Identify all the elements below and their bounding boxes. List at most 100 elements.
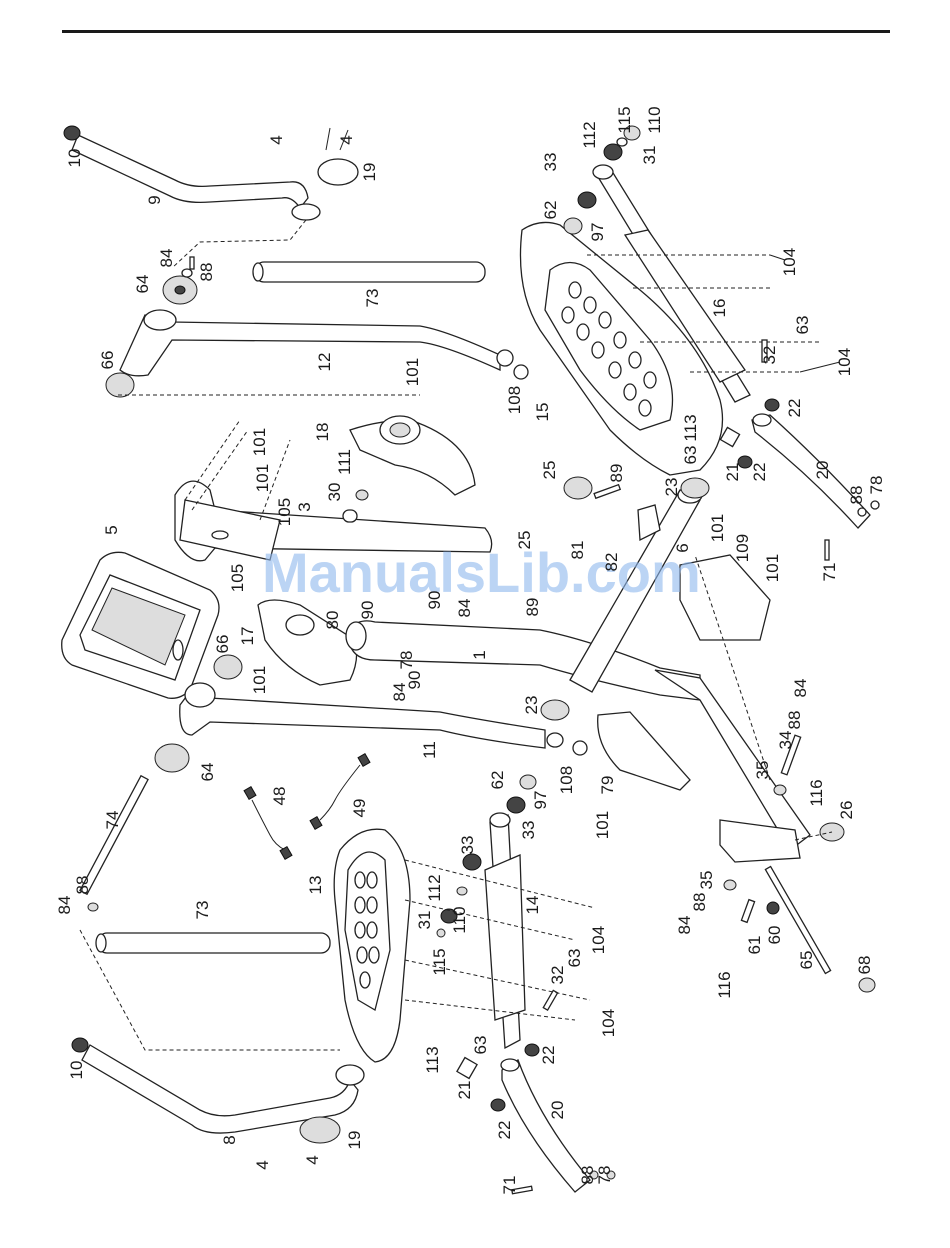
part-lower-arm-11 (179, 682, 588, 756)
part-wire-49 (309, 752, 371, 831)
part-label-4: 4 (303, 1155, 322, 1164)
part-label-112: 112 (425, 874, 444, 901)
part-label-22: 22 (785, 399, 804, 418)
part-label-3: 3 (295, 502, 314, 511)
part-label-115: 115 (615, 106, 634, 133)
part-link-arm-20-lower (456, 1043, 616, 1195)
part-pedal-13 (333, 828, 411, 1063)
part-label-22: 22 (539, 1046, 558, 1065)
part-label-65: 65 (797, 951, 816, 970)
part-label-84: 84 (55, 896, 74, 915)
part-label-101: 101 (253, 464, 272, 492)
rear-base (719, 819, 801, 863)
part-label-33: 33 (519, 821, 538, 840)
part-lower-arm-12 (105, 309, 529, 398)
part-label-1: 1 (470, 650, 489, 659)
part-label-31: 31 (415, 911, 434, 930)
part-label-32: 32 (548, 966, 567, 985)
part-label-78: 78 (867, 476, 886, 495)
end-cap-10 (63, 125, 81, 141)
part-label-88: 88 (847, 486, 866, 505)
part-label-21: 21 (455, 1081, 474, 1100)
part-label-30: 30 (325, 483, 344, 502)
part-label-71: 71 (500, 1176, 519, 1195)
part-label-89: 89 (523, 598, 542, 617)
part-label-4: 4 (337, 135, 356, 144)
part-label-101: 101 (403, 358, 422, 386)
part-label-63: 63 (471, 1036, 490, 1055)
part-label-4: 4 (253, 1160, 272, 1169)
bearing-33-upper (577, 191, 597, 209)
watermark: ManualsLib.com (262, 541, 701, 604)
part-label-82: 82 (602, 553, 621, 572)
part-label-110: 110 (450, 906, 469, 933)
part-label-6: 6 (673, 543, 692, 552)
part-label-89: 89 (607, 464, 626, 483)
pin-32-upper (761, 339, 768, 363)
part-hub-64-lower (79, 743, 190, 912)
part-label-63: 63 (793, 316, 812, 335)
part-label-105: 105 (228, 564, 247, 592)
end-cap-10-lower (71, 1037, 89, 1053)
part-main-frame-1 (345, 620, 811, 863)
axle-74 (79, 774, 149, 896)
leveler-rail-65 (764, 865, 832, 975)
part-label-79: 79 (598, 776, 617, 795)
part-label-112: 112 (580, 121, 599, 148)
part-label-60: 60 (765, 926, 784, 945)
part-label-62: 62 (541, 201, 560, 220)
bushing-108-upper (513, 364, 529, 380)
part-label-104: 104 (599, 1009, 618, 1037)
part-label-73: 73 (363, 289, 382, 308)
cap-23-upper (680, 477, 710, 499)
part-console-mast-3 (174, 480, 493, 562)
part-label-34: 34 (776, 731, 795, 750)
header-rule (62, 30, 890, 33)
washer-62-lower (519, 774, 537, 790)
part-cover-18 (342, 415, 476, 523)
part-label-105: 105 (275, 498, 294, 526)
part-label-84: 84 (390, 683, 409, 702)
wheel-25-upper (563, 476, 593, 500)
part-label-22: 22 (495, 1121, 514, 1140)
part-label-88: 88 (197, 263, 216, 282)
part-label-63: 63 (681, 446, 700, 465)
part-label-78: 78 (595, 1166, 614, 1185)
part-label-21: 21 (723, 463, 742, 482)
part-label-104: 104 (780, 248, 799, 276)
part-label-88: 88 (73, 876, 92, 895)
part-label-73: 73 (193, 901, 212, 920)
part-label-66: 66 (98, 351, 117, 370)
part-label-80: 80 (323, 611, 342, 630)
part-label-9: 9 (145, 195, 164, 204)
pedal-texture-lower (354, 871, 380, 989)
part-foam-grip-73-lower (95, 932, 331, 954)
part-shroud-17 (257, 599, 358, 686)
part-label-31: 31 (640, 146, 659, 165)
part-crossbar-6 (563, 476, 710, 693)
part-label-109: 109 (733, 534, 752, 562)
part-label-90: 90 (358, 601, 377, 620)
cap-23-lower (540, 699, 570, 721)
part-pedal-arm-14 (436, 774, 559, 1050)
cap-66-middle (213, 654, 243, 680)
part-wire-48 (243, 785, 293, 861)
handlebar-cap-19-lower (299, 1116, 341, 1144)
part-label-116: 116 (715, 971, 734, 998)
wheel-31-lower (440, 908, 458, 924)
part-rear-hardware (723, 734, 876, 993)
part-label-14: 14 (523, 896, 542, 915)
part-label-61: 61 (745, 936, 764, 955)
part-hub-64-upper (162, 256, 198, 305)
part-label-8: 8 (220, 1135, 239, 1144)
part-upper-arm-8 (71, 1037, 365, 1144)
part-label-111: 111 (335, 449, 354, 475)
wheel-60 (766, 901, 780, 915)
part-shroud-109 (679, 554, 771, 641)
part-link-arm-20-upper (719, 398, 880, 561)
part-label-64: 64 (198, 763, 217, 782)
part-label-25: 25 (515, 531, 534, 550)
part-label-16: 16 (710, 299, 729, 318)
part-label-49: 49 (350, 799, 369, 818)
